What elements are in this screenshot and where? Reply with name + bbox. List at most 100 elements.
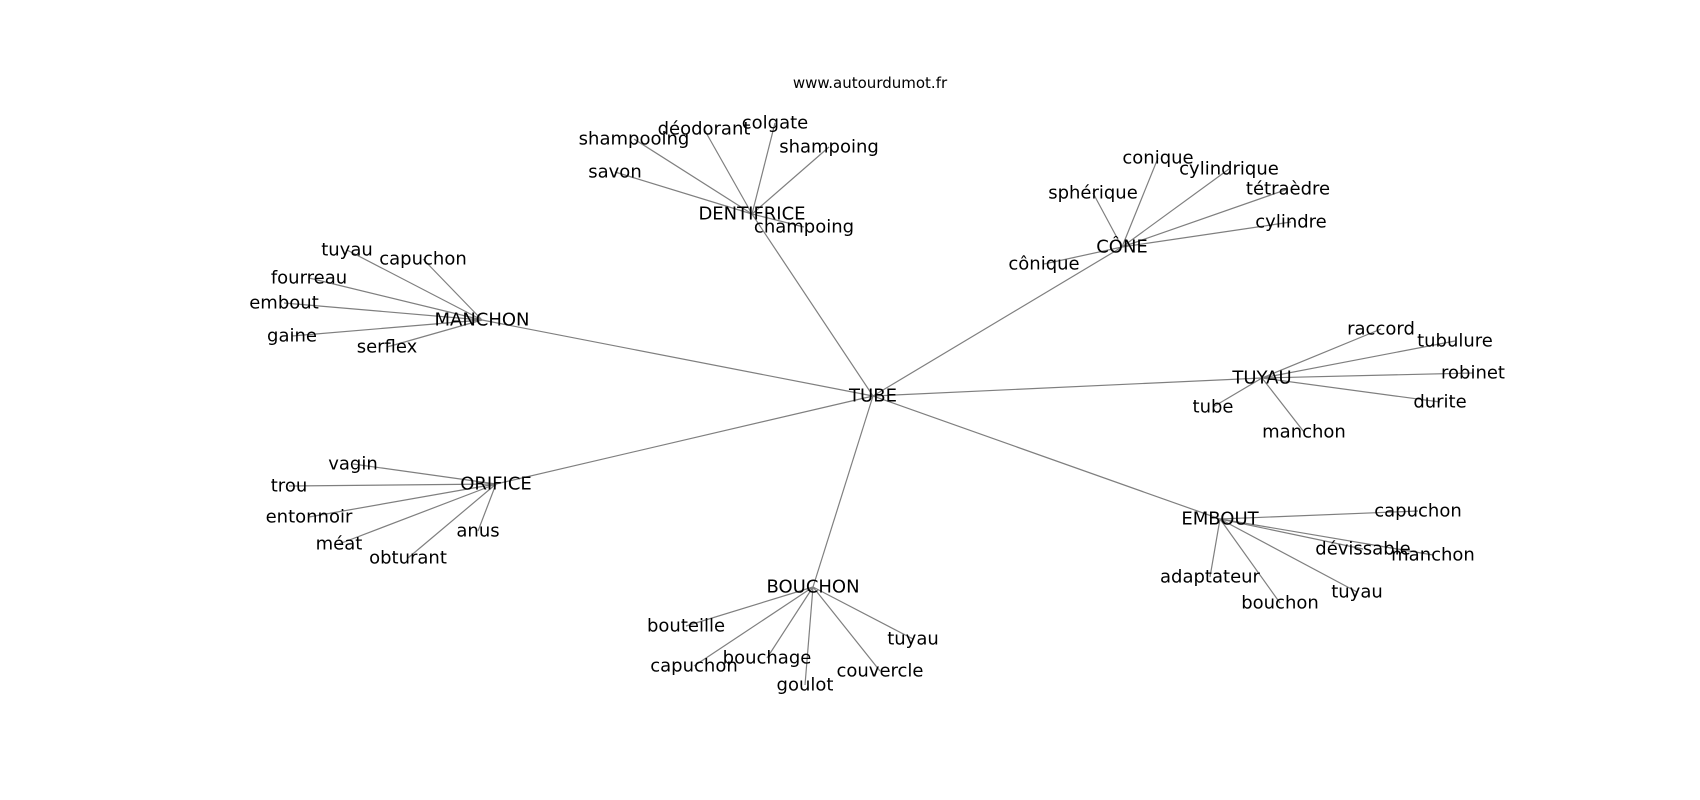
leaf-node-label: embout xyxy=(249,293,319,314)
edge-hub-leaf xyxy=(804,586,814,686)
edge-hub-leaf xyxy=(338,483,497,545)
leaf-node-label: tétraèdre xyxy=(1246,179,1330,200)
edge-hub-leaf xyxy=(703,128,753,215)
leaf-node-label: capuchon xyxy=(379,249,467,270)
edge-center-hub xyxy=(812,395,874,588)
hub-node-label: TUYAU xyxy=(1231,368,1291,389)
edge-hub-leaf xyxy=(751,146,830,215)
edge-hub-leaf xyxy=(751,213,805,228)
edge-hub-leaf xyxy=(1121,157,1159,248)
edge-hub-leaf xyxy=(1261,372,1474,379)
leaf-node-label: sphérique xyxy=(1048,183,1138,204)
edge-hub-leaf xyxy=(633,138,753,215)
edge-hub-leaf xyxy=(1043,246,1123,265)
leaf-node-label: tubulure xyxy=(1417,331,1493,352)
leaf-node-label: capuchon xyxy=(650,656,738,677)
leaf-node-label: colgate xyxy=(742,113,809,134)
leaf-node-label: bouchage xyxy=(723,648,812,669)
edge-hub-leaf xyxy=(308,483,497,518)
leaf-node-label: raccord xyxy=(1347,319,1415,340)
hub-node-label: CÔNE xyxy=(1096,236,1148,258)
edge-hub-leaf xyxy=(1261,340,1456,379)
edge-hub-leaf xyxy=(1261,328,1382,379)
leaf-node-label: goulot xyxy=(777,675,834,696)
edge-center-hub xyxy=(495,395,874,485)
edge-hub-leaf xyxy=(1121,221,1292,248)
edge-center-hub xyxy=(751,213,874,397)
leaf-node-label: durite xyxy=(1413,392,1466,413)
leaf-node-label: shampoing xyxy=(779,137,879,158)
edge-hub-leaf xyxy=(283,302,483,321)
hub-node-label: ORIFICE xyxy=(460,474,532,495)
center-node-label: TUBE xyxy=(848,386,897,407)
edge-hub-leaf xyxy=(291,319,483,337)
leaf-node-label: tuyau xyxy=(321,240,373,261)
leaf-node-label: cylindrique xyxy=(1179,159,1279,180)
leaf-node-label: entonnoir xyxy=(266,507,353,528)
edge-hub-leaf xyxy=(1212,377,1263,408)
leaf-node-label: fourreau xyxy=(271,268,347,289)
edge-hub-leaf xyxy=(1219,518,1434,556)
leaf-node-label: bouchon xyxy=(1241,593,1319,614)
edge-center-hub xyxy=(872,246,1123,397)
leaf-node-label: anus xyxy=(456,521,499,542)
leaf-node-label: vagin xyxy=(328,454,378,475)
edge-hub-leaf xyxy=(288,483,497,487)
edge-hub-leaf xyxy=(614,171,753,215)
leaf-node-label: bouteille xyxy=(647,616,725,637)
leaf-node-label: déodorant xyxy=(658,119,751,140)
leaf-node-label: trou xyxy=(271,476,307,497)
edge-hub-leaf xyxy=(1219,510,1419,520)
leaf-node-label: obturant xyxy=(369,548,447,569)
edge-hub-leaf xyxy=(751,122,776,215)
leaf-node-label: couvercle xyxy=(836,661,923,682)
leaf-node-label: dévissable xyxy=(1315,539,1410,560)
leaf-node-label: manchon xyxy=(1262,422,1346,443)
edge-hub-leaf xyxy=(812,586,881,672)
edge-hub-leaf xyxy=(766,586,814,659)
edge-hub-leaf xyxy=(693,586,814,667)
edge-hub-leaf xyxy=(308,277,483,321)
leaf-node-label: capuchon xyxy=(1374,501,1462,522)
leaf-node-label: tube xyxy=(1193,397,1234,418)
edge-hub-leaf xyxy=(685,586,814,627)
edge-hub-leaf xyxy=(1092,192,1123,248)
edge-hub-leaf xyxy=(477,483,497,532)
edge-hub-leaf xyxy=(1219,518,1358,593)
edge-hub-leaf xyxy=(407,483,497,559)
leaf-node-label: manchon xyxy=(1391,545,1475,566)
edge-hub-leaf xyxy=(422,258,483,321)
leaf-node-label: champoing xyxy=(754,217,854,238)
leaf-node-label: savon xyxy=(588,162,641,183)
hub-node-label: MANCHON xyxy=(434,310,529,331)
edge-hub-leaf xyxy=(346,249,483,321)
hub-node-label: EMBOUT xyxy=(1181,509,1259,530)
leaf-node-label: serflex xyxy=(357,337,418,358)
leaf-node-label: gaine xyxy=(267,326,317,347)
leaf-node-label: conique xyxy=(1122,148,1193,169)
leaf-node-label: shampooing xyxy=(579,129,690,150)
credit-text: www.autourdumot.fr xyxy=(793,74,948,92)
edge-center-hub xyxy=(481,319,874,397)
edge-hub-leaf xyxy=(1121,168,1230,248)
edge-hub-leaf xyxy=(1261,377,1441,403)
edge-hub-leaf xyxy=(352,463,497,485)
edge-hub-leaf xyxy=(1209,518,1221,578)
labels-layer: TUBE DENTIFRICE shampooingdéodorantcolgate… xyxy=(249,113,1505,696)
edge-hub-leaf xyxy=(1261,377,1305,433)
leaf-node-label: méat xyxy=(316,534,363,555)
edge-hub-leaf xyxy=(1219,518,1364,550)
edge-hub-leaf xyxy=(1121,188,1289,248)
leaf-node-label: tuyau xyxy=(887,629,939,650)
hub-node-label: DENTIFRICE xyxy=(698,204,805,225)
edge-hub-leaf xyxy=(1219,518,1281,604)
leaf-node-label: cônique xyxy=(1008,254,1079,275)
leaf-node-label: tuyau xyxy=(1331,582,1383,603)
edges-layer xyxy=(283,122,1474,686)
edge-center-hub xyxy=(872,377,1263,397)
edge-hub-leaf xyxy=(386,319,483,348)
leaf-node-label: adaptateur xyxy=(1160,567,1261,588)
edge-center-hub xyxy=(872,395,1221,520)
leaf-node-label: robinet xyxy=(1441,363,1505,384)
